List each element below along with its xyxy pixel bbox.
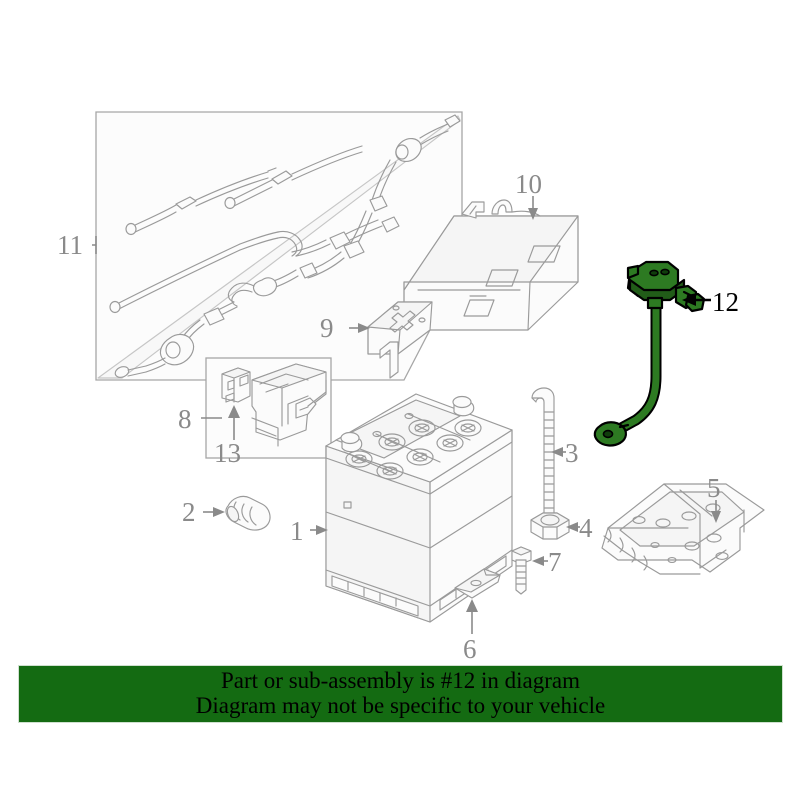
part-7-bolt bbox=[511, 546, 532, 595]
callout-5: 5 bbox=[707, 473, 721, 523]
callout-10: 10 bbox=[515, 169, 542, 220]
banner-line-part-number: Part or sub-assembly is #12 in diagram bbox=[220, 668, 580, 694]
callout-7-label: 7 bbox=[548, 547, 562, 577]
callout-12-label: 12 bbox=[712, 287, 739, 317]
callout-1-label: 1 bbox=[290, 516, 304, 546]
callout-4-label: 4 bbox=[579, 513, 593, 543]
banner-line-disclaimer: Diagram may not be specific to your vehi… bbox=[195, 693, 606, 718]
part-9-mounting-bracket bbox=[367, 301, 433, 379]
callout-13-label: 13 bbox=[214, 438, 241, 468]
part-2-terminal-cap bbox=[225, 495, 271, 531]
callout-4: 4 bbox=[566, 513, 593, 543]
callout-1: 1 bbox=[290, 516, 328, 546]
callout-5-label: 5 bbox=[707, 473, 721, 503]
part-12-battery-negative-cable bbox=[593, 260, 706, 447]
callout-6-label: 6 bbox=[463, 634, 477, 664]
callout-8-label: 8 bbox=[178, 404, 192, 434]
part-11-wiring-harness-assembly bbox=[95, 111, 463, 381]
part-4-hex-nut bbox=[530, 512, 570, 540]
callout-7: 7 bbox=[532, 547, 562, 577]
callout-11: 11 bbox=[57, 230, 97, 260]
part-8-connector-cover-assembly bbox=[205, 357, 332, 459]
callout-8: 8 bbox=[178, 404, 222, 434]
part-10-battery-cover bbox=[403, 199, 579, 331]
part-6-mounting-plate bbox=[454, 568, 501, 599]
callout-6: 6 bbox=[463, 599, 478, 664]
callout-2-label: 2 bbox=[182, 497, 196, 527]
part-5-battery-tray bbox=[601, 483, 765, 575]
callout-11-label: 11 bbox=[57, 230, 83, 260]
callout-10-label: 10 bbox=[515, 169, 542, 199]
callout-9: 9 bbox=[320, 313, 370, 343]
disclaimer-banner: Part or sub-assembly is #12 in diagram D… bbox=[18, 665, 783, 723]
callout-12: 12 bbox=[682, 287, 739, 317]
callout-2: 2 bbox=[182, 497, 225, 527]
callout-3-label: 3 bbox=[565, 438, 579, 468]
part-3-hold-down-rod bbox=[531, 387, 555, 515]
callout-3: 3 bbox=[551, 438, 579, 468]
callout-13: 13 bbox=[214, 405, 241, 468]
callout-9-label: 9 bbox=[320, 313, 334, 343]
